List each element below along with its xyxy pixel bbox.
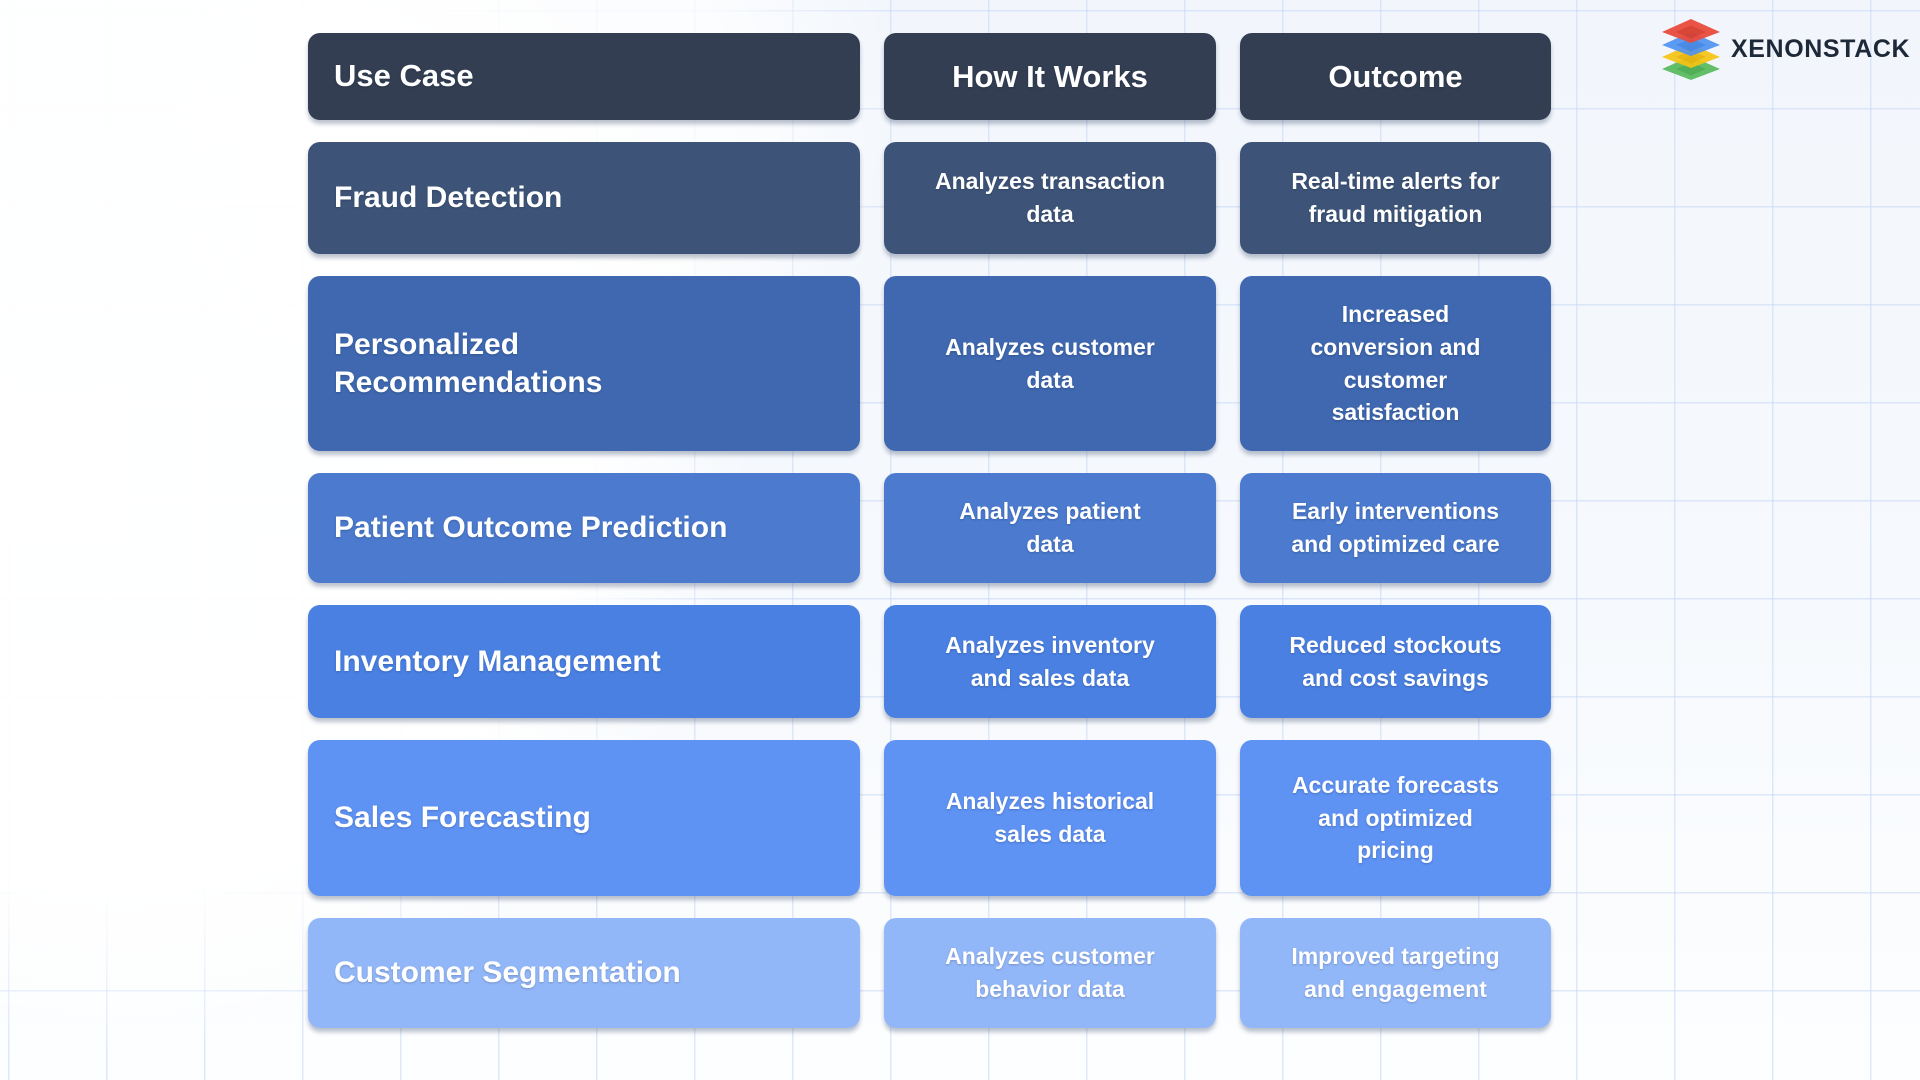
header-how-it-works: How It Works — [884, 33, 1216, 120]
cell-how-fraud-detection: Analyzes transaction data — [884, 142, 1216, 254]
cell-how-personalized-recommendations: Analyzes customer data — [884, 276, 1216, 451]
cell-outcome-sales-forecasting: Accurate forecasts and optimized pricing — [1240, 740, 1551, 896]
use-case-table: Use Case How It Works Outcome Fraud Dete… — [308, 33, 1551, 1028]
cell-outcome-fraud-detection: Real-time alerts for fraud mitigation — [1240, 142, 1551, 254]
cell-use-case-customer-segmentation: Customer Segmentation — [308, 918, 860, 1028]
cell-outcome-inventory-management: Reduced stockouts and cost savings — [1240, 605, 1551, 718]
cell-how-customer-segmentation: Analyzes customer behavior data — [884, 918, 1216, 1028]
cell-how-inventory-management: Analyzes inventory and sales data — [884, 605, 1216, 718]
cell-outcome-personalized-recommendations: Increased conversion and customer satisf… — [1240, 276, 1551, 451]
layers-stack-icon — [1662, 19, 1720, 80]
cell-use-case-inventory-management: Inventory Management — [308, 605, 860, 718]
cell-how-patient-outcome-prediction: Analyzes patient data — [884, 473, 1216, 583]
cell-use-case-patient-outcome-prediction: Patient Outcome Prediction — [308, 473, 860, 583]
cell-use-case-personalized-recommendations: Personalized Recommendations — [308, 276, 860, 451]
cell-use-case-fraud-detection: Fraud Detection — [308, 142, 860, 254]
cell-use-case-sales-forecasting: Sales Forecasting — [308, 740, 860, 896]
header-outcome: Outcome — [1240, 33, 1551, 120]
cell-how-sales-forecasting: Analyzes historical sales data — [884, 740, 1216, 896]
cell-outcome-patient-outcome-prediction: Early interventions and optimized care — [1240, 473, 1551, 583]
cell-outcome-customer-segmentation: Improved targeting and engagement — [1240, 918, 1551, 1028]
header-use-case: Use Case — [308, 33, 860, 120]
logo-wordmark: XENONSTACK — [1731, 34, 1911, 63]
xenonstack-logo: XENONSTACK — [1660, 18, 1910, 80]
